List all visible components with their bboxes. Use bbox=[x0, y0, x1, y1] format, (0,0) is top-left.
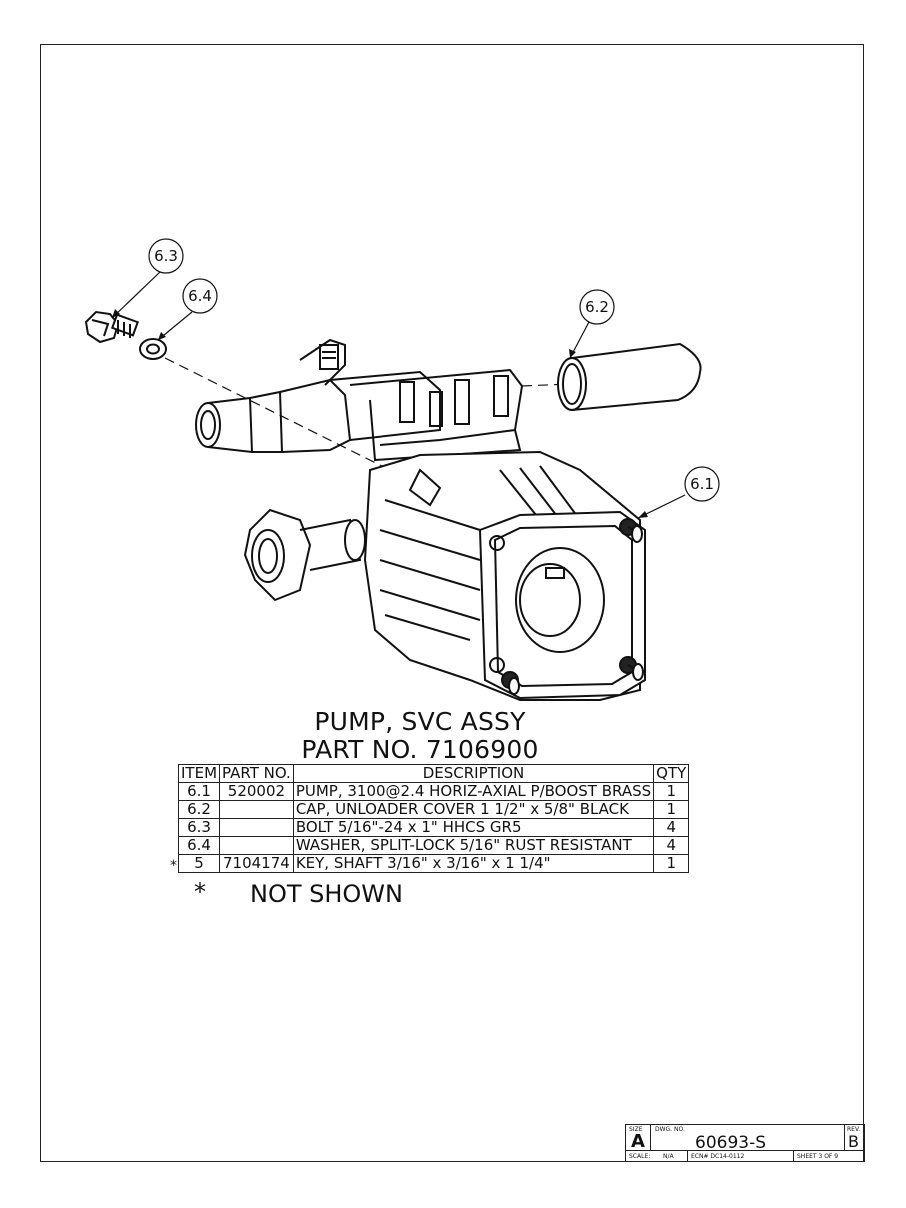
bill-of-materials: ITEM PART NO. DESCRIPTION QTY 6.1 520002… bbox=[177, 764, 690, 873]
cell-part-no bbox=[219, 818, 294, 837]
callout-balloon bbox=[182, 278, 218, 314]
callout-6-4: 6.4 bbox=[188, 287, 212, 305]
note-symbol: * bbox=[194, 878, 206, 906]
dwg-no-value: 60693-S bbox=[695, 1133, 767, 1153]
cell-item: 6.4 bbox=[177, 836, 221, 855]
col-item: ITEM bbox=[177, 764, 221, 783]
rev-label: REV. bbox=[847, 1126, 861, 1133]
scale-label: SCALE: bbox=[629, 1153, 651, 1160]
callout-6-2: 6.2 bbox=[585, 298, 609, 316]
cell-part-no bbox=[219, 836, 294, 855]
cell-qty: 4 bbox=[653, 818, 690, 837]
table-row: 6.3 BOLT 5/16"-24 x 1" HHCS GR5 4 bbox=[177, 818, 690, 837]
cell-part-no: 7104174 bbox=[219, 854, 294, 873]
cell-qty: 1 bbox=[653, 800, 690, 819]
cell-item: 6.2 bbox=[177, 800, 221, 819]
col-description: DESCRIPTION bbox=[292, 764, 655, 783]
cell-item: 6.3 bbox=[177, 818, 221, 837]
washer-part bbox=[139, 338, 167, 360]
inlet-knob bbox=[243, 508, 366, 602]
dwg-no-label: DWG. NO. bbox=[655, 1126, 685, 1133]
cell-item: 6.1 bbox=[177, 782, 221, 801]
callout-balloon bbox=[684, 466, 720, 502]
assembly-title: PUMP, SVC ASSY bbox=[314, 707, 526, 736]
col-qty: QTY bbox=[653, 764, 690, 783]
bolt-part bbox=[84, 310, 140, 344]
table-row: 5 7104174 KEY, SHAFT 3/16" x 3/16" x 1 1… bbox=[177, 854, 690, 873]
cell-part-no bbox=[219, 800, 294, 819]
sheet-cell: SHEET 3 OF 9 bbox=[794, 1151, 864, 1162]
size-label: SIZE bbox=[629, 1126, 643, 1133]
scale-value: N/A bbox=[663, 1153, 674, 1160]
cell-description: CAP, UNLOADER COVER 1 1/2" x 5/8" BLACK bbox=[292, 800, 655, 819]
scale-cell: SCALE: N/A bbox=[626, 1151, 688, 1162]
rev-cell: REV. B bbox=[844, 1125, 864, 1151]
size-cell: SIZE A bbox=[626, 1125, 651, 1152]
cell-qty: 1 bbox=[653, 782, 690, 801]
callout-balloon bbox=[148, 238, 184, 274]
col-part-no: PART NO. bbox=[219, 764, 294, 783]
drawing-border bbox=[40, 44, 864, 1162]
cell-part-no: 520002 bbox=[219, 782, 294, 801]
cell-description: PUMP, 3100@2.4 HORIZ-AXIAL P/BOOST BRASS bbox=[292, 782, 655, 801]
cell-description: KEY, SHAFT 3/16" x 3/16" x 1 1/4" bbox=[292, 854, 655, 873]
dwg-no-cell: DWG. NO. 60693-S bbox=[651, 1125, 844, 1153]
rev-value: B bbox=[848, 1132, 859, 1151]
cell-qty: 4 bbox=[653, 836, 690, 855]
note-text: NOT SHOWN bbox=[250, 880, 403, 908]
callout-6-1: 6.1 bbox=[690, 475, 714, 493]
callout-6-3: 6.3 bbox=[154, 247, 178, 265]
cap-part bbox=[557, 342, 702, 411]
cell-qty: 1 bbox=[653, 854, 690, 873]
cell-item: 5 bbox=[177, 854, 221, 873]
callout-balloon bbox=[579, 289, 615, 325]
table-row: 6.4 WASHER, SPLIT-LOCK 5/16" RUST RESIST… bbox=[177, 836, 690, 855]
ecn-cell: ECN# DC14-0112 bbox=[688, 1151, 794, 1162]
part-number-title: PART NO. 7106900 bbox=[301, 735, 539, 764]
not-shown-row-marker: * bbox=[170, 858, 177, 874]
cell-description: BOLT 5/16"-24 x 1" HHCS GR5 bbox=[292, 818, 655, 837]
sheet-value: SHEET 3 OF 9 bbox=[797, 1153, 839, 1160]
manifold bbox=[195, 338, 524, 462]
table-row: 6.2 CAP, UNLOADER COVER 1 1/2" x 5/8" BL… bbox=[177, 800, 690, 819]
size-value: A bbox=[631, 1131, 645, 1152]
ecn-value: ECN# DC14-0112 bbox=[691, 1153, 745, 1160]
title-block: SIZE A DWG. NO. 60693-S REV. B SCALE: N/… bbox=[625, 1124, 865, 1162]
cell-description: WASHER, SPLIT-LOCK 5/16" RUST RESISTANT bbox=[292, 836, 655, 855]
table-row: 6.1 520002 PUMP, 3100@2.4 HORIZ-AXIAL P/… bbox=[177, 782, 690, 801]
mounting-flange bbox=[478, 510, 646, 700]
bom-header-row: ITEM PART NO. DESCRIPTION QTY bbox=[177, 764, 690, 783]
